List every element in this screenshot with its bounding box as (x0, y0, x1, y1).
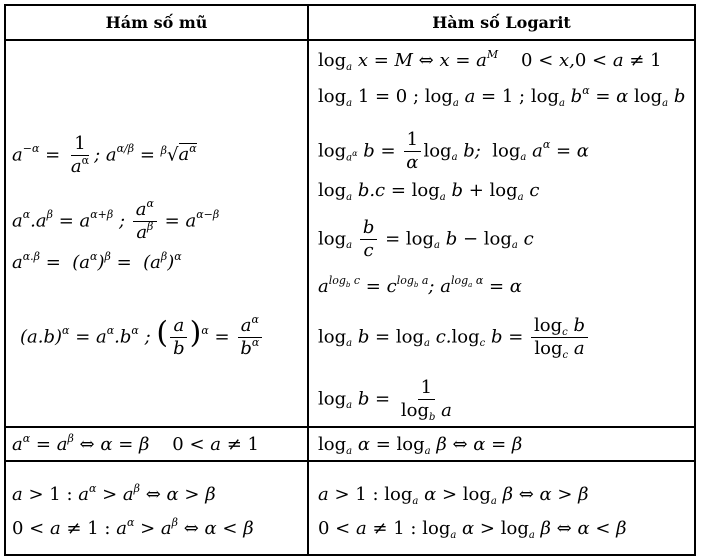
left-inequality-2: 0 < a ≠ 1 : aα > aβ ⇔ α < β (12, 516, 254, 539)
header-left: Hám số mũ (105, 13, 208, 32)
right-inequality-2: 0 < a ≠ 1 : loga α > loga β ⇔ α < β (318, 518, 627, 541)
header-right: Hàm số Logarit (432, 13, 571, 32)
row-divider (6, 460, 694, 462)
left-inequality-1: a > 1 : aα > aβ ⇔ α > β (12, 482, 216, 505)
right-formula-2: loga 1 = 0 ; loga a = 1 ; loga bα = α lo… (318, 84, 686, 109)
left-formula-3: aα.β = (aα)β = (aβ)α (12, 250, 182, 273)
right-formula-6: alogb c = clogb a; aloga α = α (318, 274, 522, 297)
header-divider (6, 39, 694, 41)
row-divider (6, 426, 694, 428)
right-formula-4: loga b.c = loga b + loga c (318, 180, 540, 203)
right-inequality-1: a > 1 : loga α > loga β ⇔ α > β (318, 484, 589, 507)
left-equality-rule: aα = aβ ⇔ α = β 0 < a ≠ 1 (12, 432, 259, 455)
right-equality-rule: loga α = loga β ⇔ α = β (318, 434, 523, 457)
right-formula-1: loga x = M ⇔ x = aM 0 < x,0 < a ≠ 1 (318, 48, 662, 73)
column-divider (307, 6, 309, 554)
